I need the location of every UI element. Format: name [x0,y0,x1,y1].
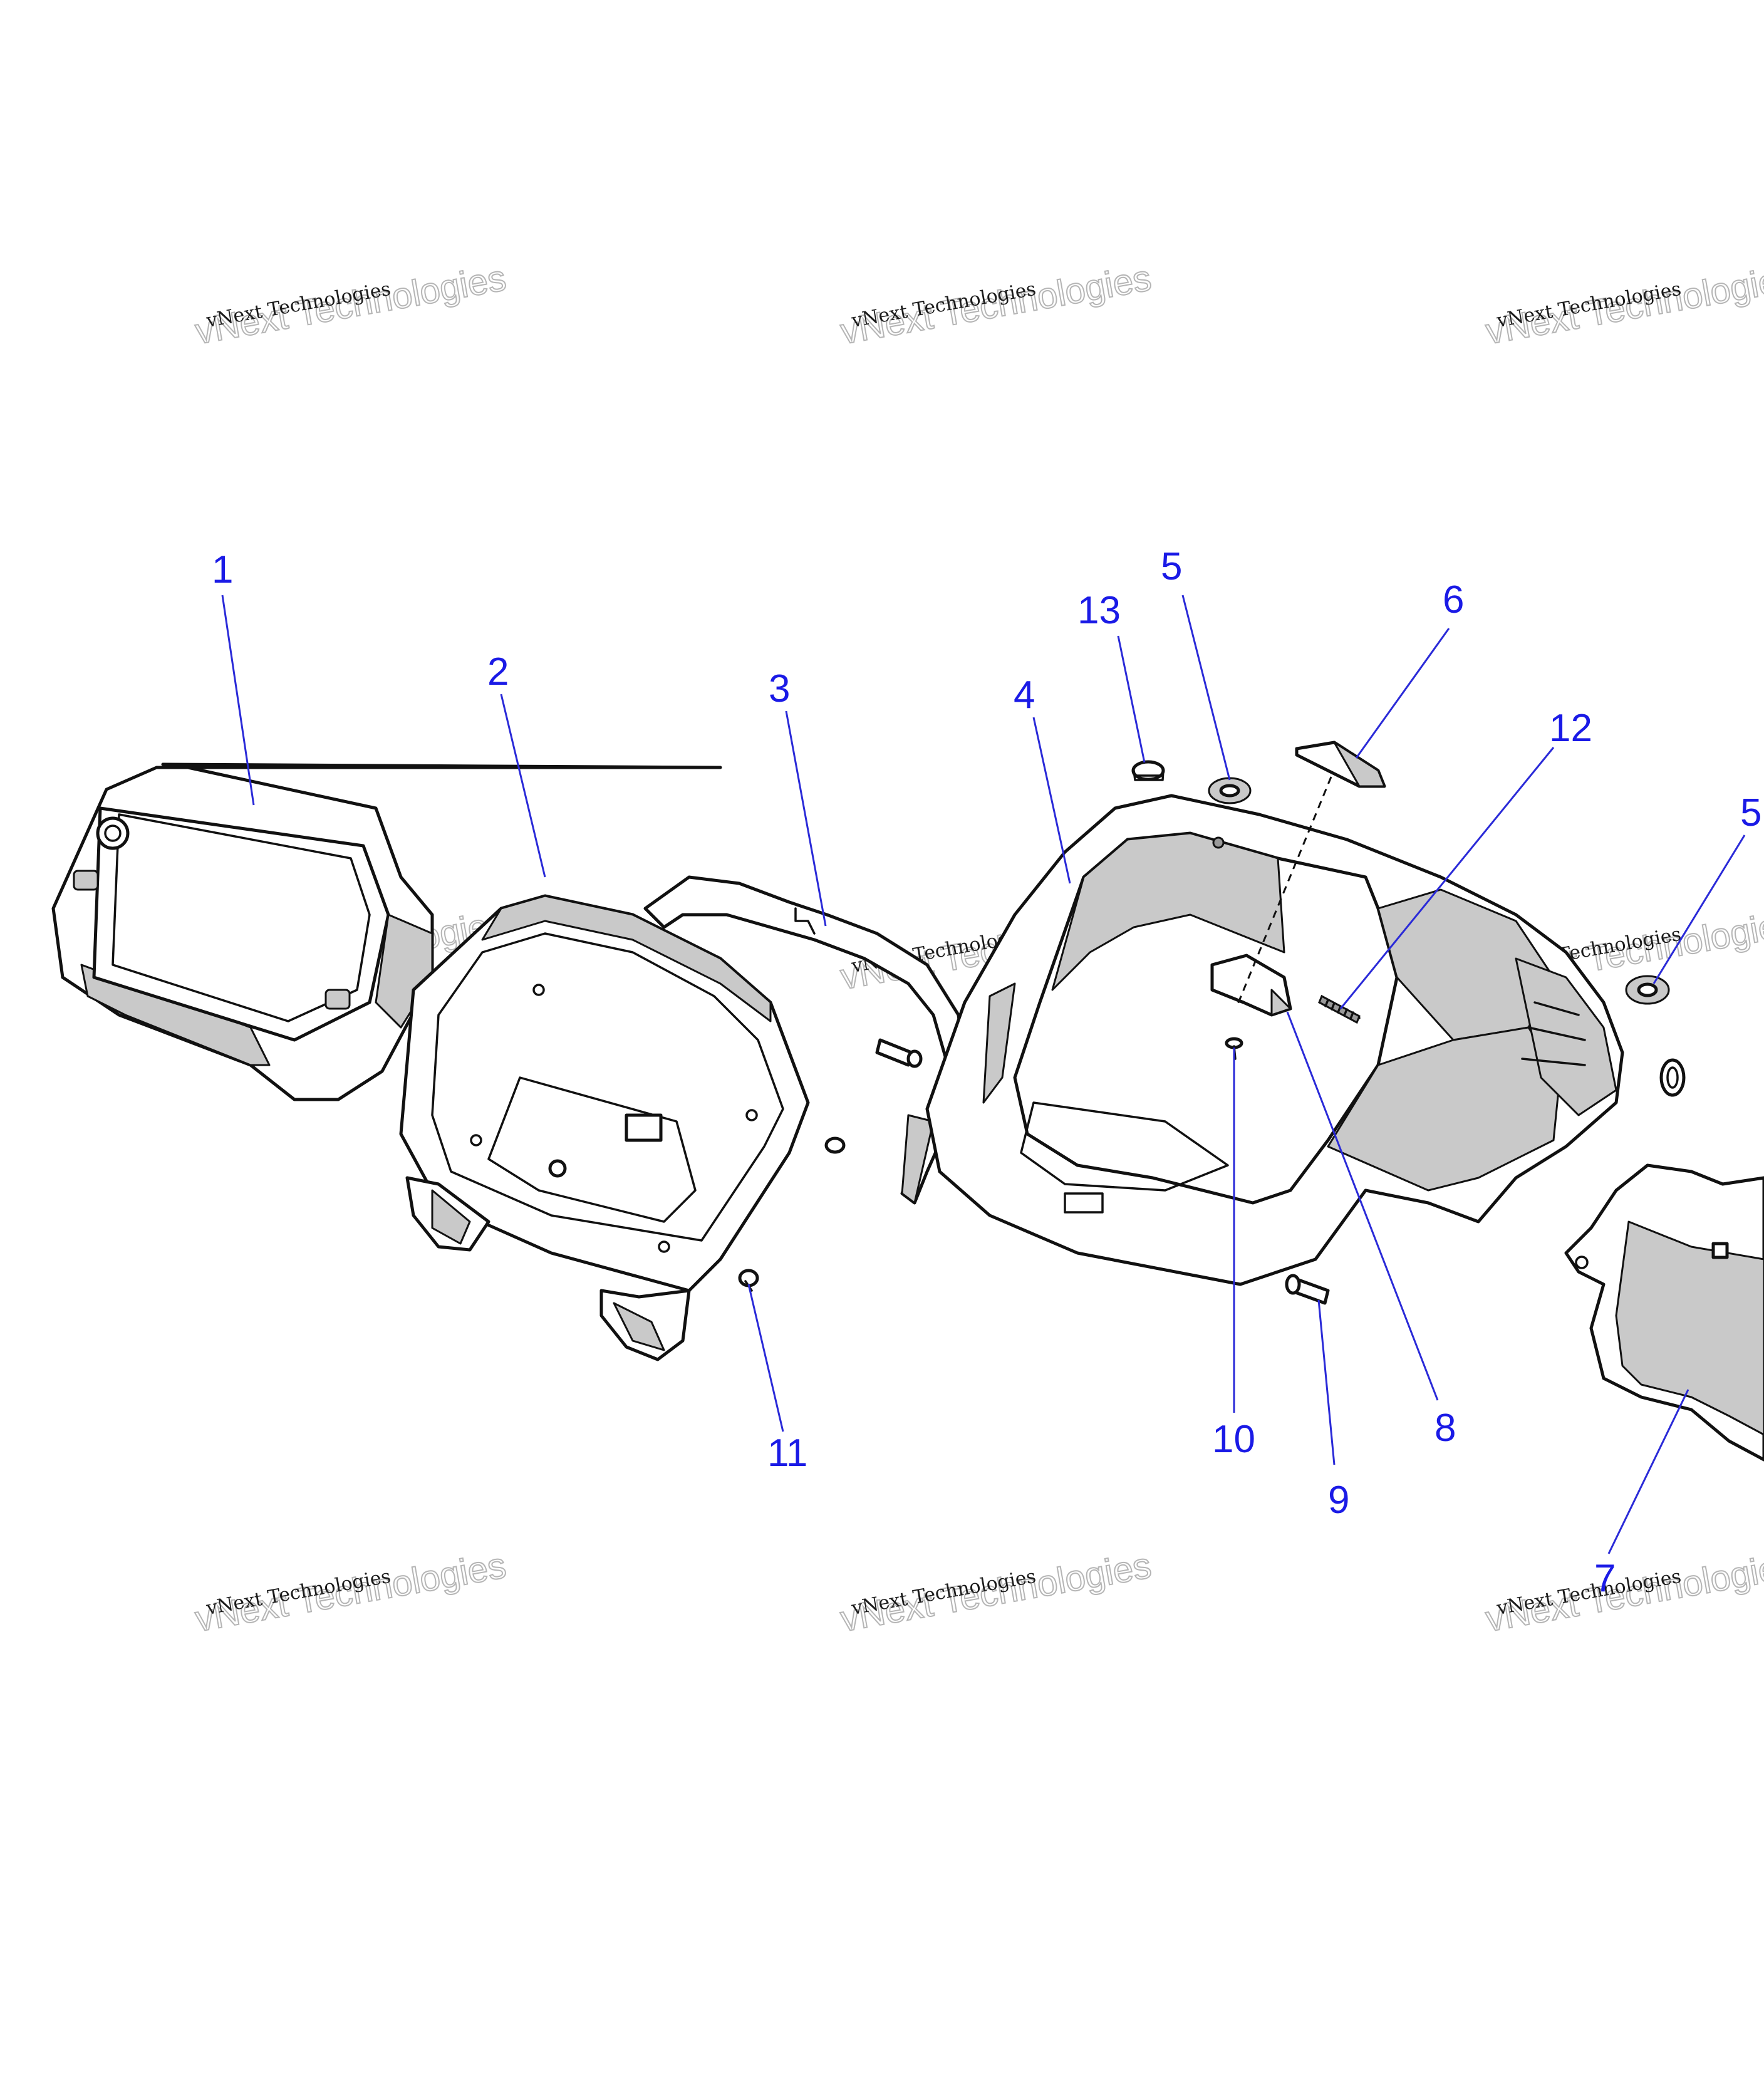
callout-6: 6 [1443,578,1464,621]
side-clip [1659,1058,1686,1097]
watermark-bottom-right: vNext Technologies vNext Technologies [1482,1544,1764,1640]
callout-12: 12 [1549,707,1592,750]
leader-1 [221,595,255,806]
part-6-latch [1295,741,1386,788]
part-1-display [51,762,722,1101]
leader-12 [1339,747,1555,1009]
watermark-bottom-center: vNext Technologies vNext Technologies [837,1544,1155,1640]
callout-13: 13 [1077,589,1121,632]
part-3-frame [643,875,967,1205]
leader-3 [785,710,827,927]
leader-6 [1355,628,1450,759]
part-2-bezel [399,894,810,1361]
leader-lines [221,595,1746,1554]
assembly-axis [1236,776,1332,1006]
leader-4 [1032,717,1071,884]
part-8-latch-block [1210,954,1292,1017]
fastener-pins [824,1038,923,1154]
watermark-top-right: vNext Technologies vNext Technologies [1482,257,1764,353]
part-5-grommet-right [1625,975,1670,1005]
callout-5-right: 5 [1740,791,1761,835]
bezel-tab [625,1113,663,1142]
leader-5-right [1652,835,1746,984]
callout-labels: 1 2 3 4 5 13 6 12 5 11 10 9 8 7 [212,545,1761,1600]
callout-8: 8 [1435,1406,1456,1450]
part-5-grommet-top [1208,777,1252,804]
callout-2: 2 [487,650,509,694]
leader-13 [1117,635,1146,763]
leader-5-top [1181,595,1231,781]
callout-11: 11 [767,1432,807,1475]
part-12-spring [1318,994,1361,1024]
watermark-top-left: vNext Technologies vNext Technologies [192,257,510,353]
callout-9: 9 [1328,1479,1349,1522]
watermark-top-center: vNext Technologies vNext Technologies [837,257,1155,353]
part-7-lower-panel [1564,1163,1764,1462]
display-knob-icon [96,816,130,850]
leader-2 [500,694,546,878]
callout-10: 10 [1212,1418,1255,1461]
callout-4: 4 [1014,673,1035,717]
callout-3: 3 [769,667,790,710]
part-4-housing [925,794,1624,1286]
leader-9 [1317,1299,1336,1465]
leader-7 [1607,1389,1689,1554]
part-13-plug [1131,760,1165,781]
callout-1: 1 [212,548,233,591]
watermark-bottom-left: vNext Technologies vNext Technologies [192,1544,510,1640]
callout-7: 7 [1594,1557,1616,1600]
part-9-pin [1285,1274,1330,1305]
leader-11 [747,1284,784,1432]
callout-5-top: 5 [1161,545,1182,588]
leader-8 [1286,1011,1439,1401]
